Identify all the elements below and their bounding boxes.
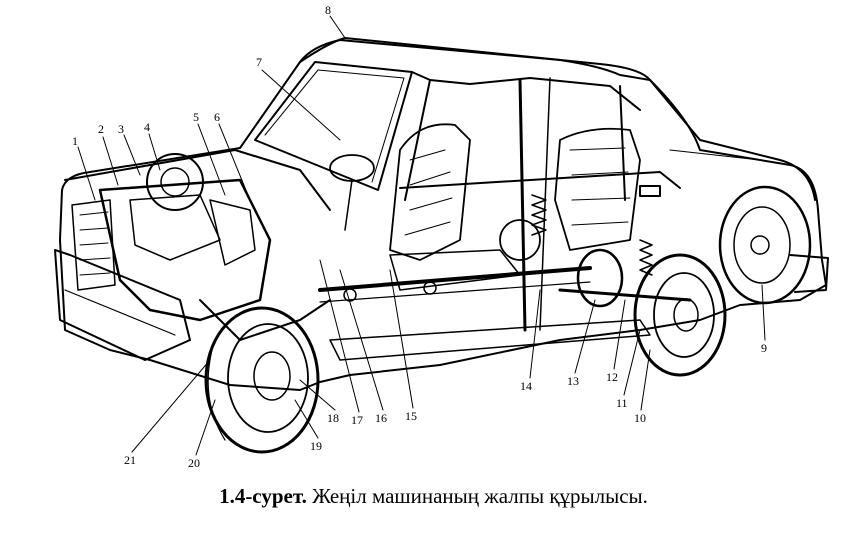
front-spring: [531, 194, 547, 236]
front-seat: [389, 123, 471, 261]
rear-trunk: [649, 79, 816, 201]
driveshaft: [318, 266, 592, 292]
rear-axle: [558, 288, 692, 302]
rear-wheel: [633, 253, 727, 377]
callout-7: 7: [256, 55, 262, 69]
callout-1: 1: [72, 134, 78, 148]
callout-20: 20: [188, 456, 200, 470]
rear-bumper: [789, 254, 829, 293]
rear-spring: [639, 239, 653, 276]
spare-wheel: [718, 185, 812, 305]
callout-2: 2: [98, 122, 104, 136]
rear-differential: [576, 248, 624, 308]
callout-15: 15: [405, 409, 417, 423]
caption-number: 1.4-сурет.: [219, 484, 307, 508]
caption-text: Жеңіл машинаның жалпы құрылысы.: [312, 484, 648, 508]
callout-14: 14: [520, 379, 532, 393]
callout-6: 6: [214, 110, 220, 124]
car-body-outline: [59, 39, 827, 391]
rear-brake-drum: [499, 219, 541, 261]
rear-seat: [554, 127, 641, 251]
roof: [299, 37, 651, 81]
front-bumper: [54, 249, 191, 361]
door-frame: [411, 71, 641, 111]
callout-21: 21: [124, 453, 136, 467]
callout-10: 10: [634, 411, 646, 425]
engine-block: [98, 178, 272, 322]
figure-caption: 1.4-сурет. Жеңіл машинаның жалпы құрылыс…: [0, 484, 867, 509]
front-suspension: [199, 299, 331, 341]
callout-19: 19: [310, 439, 322, 453]
callout-3: 3: [118, 122, 124, 136]
callout-5: 5: [193, 110, 199, 124]
front-wheel: [204, 306, 320, 454]
radiator-grille: [71, 199, 116, 291]
callout-16: 16: [375, 411, 387, 425]
callout-12: 12: [606, 370, 618, 384]
steering-wheel: [329, 154, 375, 182]
callout-4: 4: [144, 120, 150, 134]
windshield: [254, 61, 413, 191]
air-filter: [146, 153, 204, 211]
callout-11: 11: [616, 396, 628, 410]
callout-17: 17: [351, 413, 363, 427]
leader-lines: [77, 15, 766, 456]
callout-9: 9: [761, 341, 767, 355]
callout-18: 18: [327, 411, 339, 425]
rocker-panel: [329, 319, 651, 361]
hood: [64, 149, 331, 211]
callout-13: 13: [567, 374, 579, 388]
callout-8: 8: [325, 3, 331, 17]
